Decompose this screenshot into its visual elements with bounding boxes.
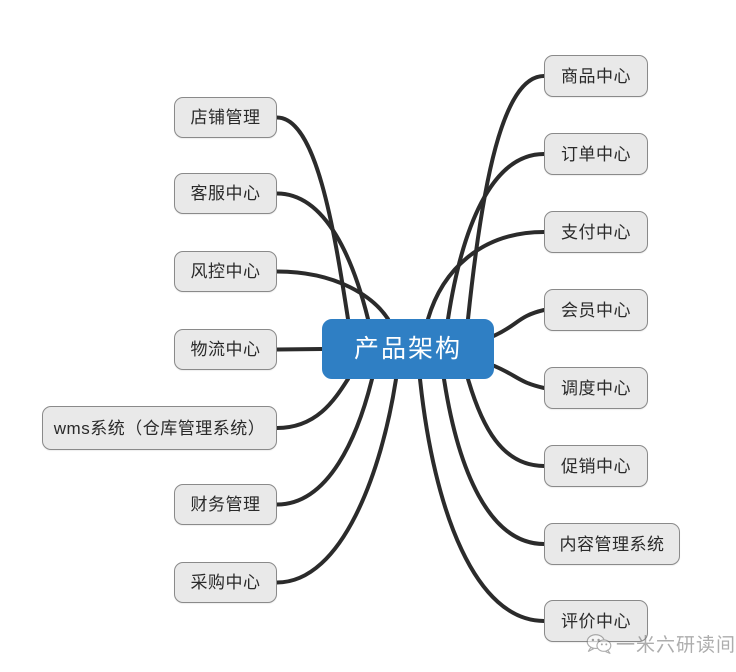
- branch-edge: [275, 191, 370, 321]
- branch-edge: [426, 230, 546, 321]
- branch-node[interactable]: 采购中心: [174, 562, 277, 603]
- branch-edge: [275, 269, 390, 321]
- branch-node-label: 支付中心: [561, 222, 631, 242]
- branch-node[interactable]: 订单中心: [544, 133, 648, 175]
- branch-edge: [492, 308, 546, 338]
- branch-node[interactable]: 财务管理: [174, 484, 277, 525]
- branch-edge: [492, 363, 546, 390]
- branch-node[interactable]: 物流中心: [174, 329, 277, 370]
- branch-node[interactable]: 客服中心: [174, 173, 277, 214]
- branch-node[interactable]: 商品中心: [544, 55, 648, 97]
- branch-node-label: 客服中心: [190, 184, 261, 203]
- branch-edge: [275, 377, 374, 507]
- branch-node[interactable]: wms系统（仓库管理系统）: [42, 406, 277, 450]
- branch-edge: [442, 377, 546, 546]
- branch-edge: [418, 377, 546, 623]
- branch-node-label: 内容管理系统: [559, 534, 665, 554]
- branch-node[interactable]: 促销中心: [544, 445, 648, 487]
- wechat-icon: [586, 633, 612, 655]
- branch-edge: [466, 377, 546, 468]
- branch-edge: [275, 377, 398, 585]
- branch-node-label: 会员中心: [561, 300, 631, 320]
- central-node-label: 产品架构: [353, 334, 462, 363]
- branch-node[interactable]: 支付中心: [544, 211, 648, 253]
- branch-node[interactable]: 调度中心: [544, 367, 648, 409]
- branch-node-label: 促销中心: [561, 456, 631, 476]
- branch-node-label: 评价中心: [561, 611, 631, 631]
- branch-node-label: 商品中心: [561, 66, 631, 86]
- branch-node-label: 采购中心: [190, 573, 261, 592]
- branch-edge: [275, 347, 324, 352]
- central-node[interactable]: 产品架构: [322, 319, 494, 379]
- branch-edge: [466, 74, 546, 321]
- branch-node-label: 财务管理: [190, 495, 261, 514]
- branch-node-label: 物流中心: [190, 340, 261, 359]
- branch-node-label: wms系统（仓库管理系统）: [53, 418, 266, 438]
- branch-node[interactable]: 会员中心: [544, 289, 648, 331]
- branch-node-label: 风控中心: [190, 262, 261, 281]
- branch-node-label: 调度中心: [561, 378, 631, 398]
- watermark-text: 一米六研读间: [616, 635, 736, 656]
- branch-edge: [275, 115, 350, 321]
- branch-node[interactable]: 内容管理系统: [544, 523, 680, 565]
- branch-node-label: 订单中心: [561, 144, 631, 164]
- branch-node[interactable]: 风控中心: [174, 251, 277, 292]
- branch-edge: [446, 152, 546, 321]
- watermark: 一米六研读间: [586, 630, 736, 657]
- branch-edge: [275, 377, 350, 430]
- branch-node-label: 店铺管理: [190, 108, 261, 127]
- branch-node[interactable]: 店铺管理: [174, 97, 277, 138]
